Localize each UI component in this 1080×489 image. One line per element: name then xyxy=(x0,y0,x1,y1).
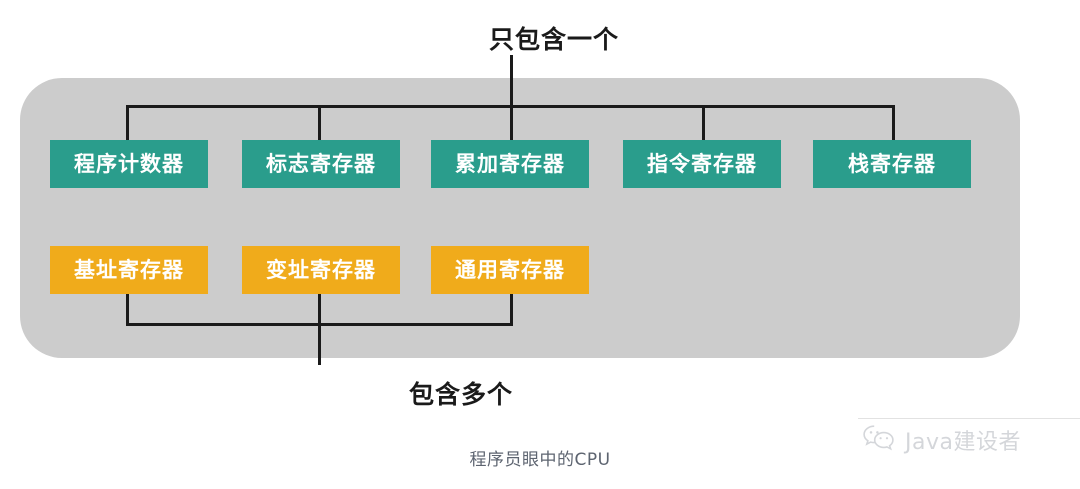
watermark-text: Java建设者 xyxy=(905,430,1021,455)
register-box-general-purpose-register[interactable]: 通用寄存器 xyxy=(431,246,589,294)
bottom-riser-line-3 xyxy=(510,294,513,326)
watermark-divider xyxy=(858,418,1080,419)
top-group-label: 只包含一个 xyxy=(0,20,1080,56)
top-stem-line xyxy=(510,55,513,107)
bottom-riser-line-2 xyxy=(318,294,321,326)
register-box-instruction-register[interactable]: 指令寄存器 xyxy=(623,140,781,188)
diagram-caption: 程序员眼中的CPU xyxy=(469,450,611,470)
wechat-icon xyxy=(862,424,896,456)
register-box-base-register[interactable]: 基址寄存器 xyxy=(50,246,208,294)
register-box-index-register[interactable]: 变址寄存器 xyxy=(242,246,400,294)
bottom-group-label: 包含多个 xyxy=(0,375,1080,411)
watermark: Java建设者 xyxy=(862,424,1021,456)
top-drop-line-2 xyxy=(318,105,321,141)
top-drop-line-3 xyxy=(510,105,513,141)
bottom-group-label-text: 包含多个 xyxy=(408,380,513,409)
bottom-riser-line-1 xyxy=(126,294,129,326)
top-drop-line-1 xyxy=(126,105,129,141)
register-box-flag-register[interactable]: 标志寄存器 xyxy=(242,140,400,188)
register-box-program-counter[interactable]: 程序计数器 xyxy=(50,140,208,188)
cpu-panel xyxy=(20,78,1020,358)
bottom-stem-line xyxy=(318,323,321,365)
top-drop-line-4 xyxy=(702,105,705,141)
top-drop-line-5 xyxy=(892,105,895,141)
register-box-accumulator-register[interactable]: 累加寄存器 xyxy=(431,140,589,188)
register-box-stack-register[interactable]: 栈寄存器 xyxy=(813,140,971,188)
top-group-label-text: 只包含一个 xyxy=(488,25,619,54)
